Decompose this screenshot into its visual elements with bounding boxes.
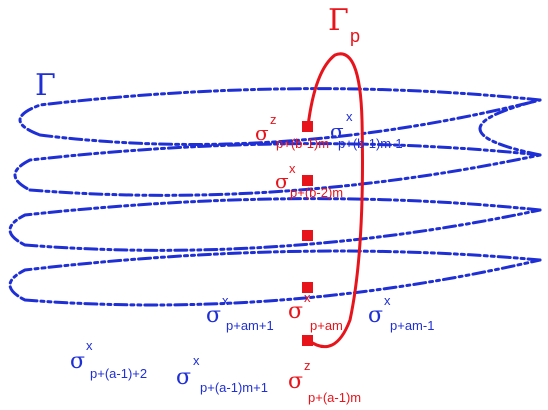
sigma-x-a1-plus2-sub: p+(a-1)+2 xyxy=(90,366,147,381)
sigma-z-top-sup: z xyxy=(270,112,277,127)
helix-turn-4-front xyxy=(23,258,542,307)
helix-turn-3-front xyxy=(23,208,542,252)
sigma-x-am-minus1: σ xyxy=(368,303,383,328)
gamma-p-symbol: Γ xyxy=(328,3,349,38)
sigma-z-top-sub: p+(b-1)m xyxy=(276,136,329,151)
helix-turn-3-back xyxy=(8,197,542,247)
site-marker-2 xyxy=(302,175,313,186)
sigma-x-am-plus1: σ xyxy=(206,303,221,328)
gamma-symbol: Γ xyxy=(35,68,56,103)
sigma-x-a1-plus2: σ xyxy=(70,349,85,374)
helix-turn-2-back xyxy=(13,142,542,192)
sigma-x-second-sub: p+(b-2)m xyxy=(290,185,343,200)
sigma-x-am-sub: p+am xyxy=(310,318,343,333)
sigma-z-bottom-sub: p+(a-1)m xyxy=(308,390,361,405)
sigma-z-bottom: σ xyxy=(288,369,303,394)
sigma-x-a1m-plus1-sub: p+(a-1)m+1 xyxy=(200,380,268,395)
helix-turn-5-back xyxy=(478,98,542,157)
sigma-x-am-minus1-sub: p+am-1 xyxy=(390,318,434,333)
sigma-x-a1-plus2-sup: x xyxy=(86,338,93,353)
helix-turn-2-front xyxy=(28,153,542,197)
site-marker-1 xyxy=(302,121,313,132)
site-marker-3 xyxy=(302,230,313,241)
sigma-x-a1m-plus1-sup: x xyxy=(193,353,200,368)
sigma-x-top-right-sub: p+(b-1)m-1 xyxy=(338,136,403,151)
sigma-z-top: σ xyxy=(255,121,269,145)
sigma-x-second-sup: x xyxy=(289,161,296,176)
sigma-x-am-plus1-sup: x xyxy=(222,293,229,308)
helix-turn-4-back xyxy=(8,249,542,302)
sigma-x-am-minus1-sup: x xyxy=(384,293,391,308)
site-marker-4 xyxy=(302,282,313,293)
sigma-x-top-right-sup: x xyxy=(346,109,353,124)
sigma-x-am-plus1-sub: p+am+1 xyxy=(226,318,274,333)
sigma-x-a1m-plus1: σ xyxy=(176,365,191,390)
gamma-p-subscript: p xyxy=(350,26,360,46)
site-marker-5 xyxy=(302,335,313,346)
sigma-x-second: σ xyxy=(275,169,289,193)
helix-turn-1-front xyxy=(38,98,542,146)
sigma-x-am-sup: x xyxy=(304,290,311,305)
gamma-p-loop xyxy=(306,52,364,349)
sigma-x-am: σ xyxy=(288,299,303,324)
sigma-z-bottom-sup: z xyxy=(304,358,311,373)
sigma-x-top-right: σ xyxy=(330,119,344,143)
helix-turn-1-back xyxy=(18,87,542,137)
